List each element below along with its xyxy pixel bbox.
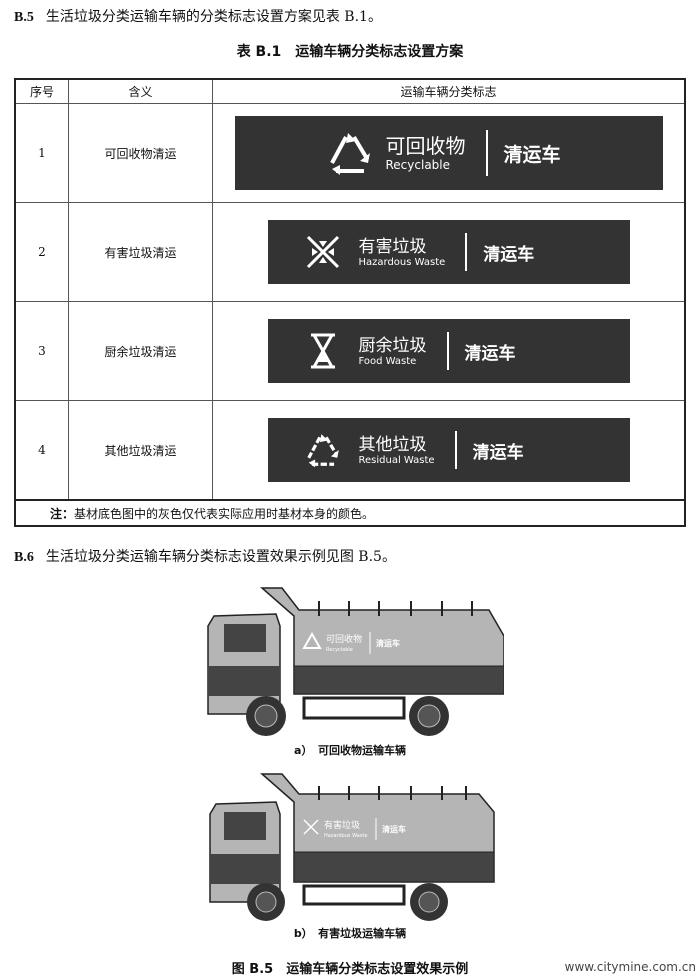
sign-zh: 厨余垃圾 xyxy=(358,335,427,356)
sign-vehicle: 清运车 xyxy=(503,143,561,166)
sign-vehicle: 清运车 xyxy=(483,244,535,265)
hazardous-truck-illustration: 有害垃圾 Hazardous Waste 清运车 xyxy=(209,773,495,921)
watermark: www.citymine.com.cn xyxy=(564,960,696,974)
row-no: 2 xyxy=(14,202,69,302)
sign-en: Residual Waste xyxy=(358,454,435,466)
sign-en: Hazardous Waste xyxy=(358,256,446,268)
row-no: 1 xyxy=(14,103,69,203)
figure-caption-a: a） 可回收物运输车辆 xyxy=(294,744,406,757)
truck-sign-zh: 可回收物 xyxy=(326,633,362,645)
sign-en: Food Waste xyxy=(358,355,417,367)
figure-title: 图 B.5 运输车辆分类标志设置效果示例 xyxy=(231,962,469,977)
header-sign: 运输车辆分类标志 xyxy=(212,78,686,104)
truck-sign-en: Hazardous Waste xyxy=(324,833,367,839)
row-no: 4 xyxy=(14,400,69,501)
divider xyxy=(454,431,457,469)
truck-sign-zh: 有害垃圾 xyxy=(324,819,360,831)
sign-zh: 有害垃圾 xyxy=(358,236,427,257)
truck-sign-en: Recyclable xyxy=(326,647,353,653)
truck-sign-vehicle: 清运车 xyxy=(382,824,406,834)
divider xyxy=(446,332,449,370)
header-meaning: 含义 xyxy=(68,78,213,104)
sign-zh: 可回收物 xyxy=(385,134,466,158)
row-no: 3 xyxy=(14,301,69,401)
table-header: 序号 含义 运输车辆分类标志 xyxy=(14,78,686,104)
row-meaning: 有害垃圾清运 xyxy=(68,202,213,302)
figure-caption-b: b） 有害垃圾运输车辆 xyxy=(293,927,407,940)
table-title: 表 B.1 运输车辆分类标志设置方案 xyxy=(236,44,464,60)
hourglass-icon xyxy=(293,332,353,370)
recycle-icon xyxy=(320,131,380,175)
truck-sign-vehicle: 清运车 xyxy=(376,638,400,648)
sign-zh: 其他垃圾 xyxy=(358,434,427,455)
row-meaning: 厨余垃圾清运 xyxy=(68,301,213,401)
note-label: 注： xyxy=(50,506,75,521)
row-meaning: 可回收物清运 xyxy=(68,103,213,203)
row-meaning: 其他垃圾清运 xyxy=(68,400,213,501)
header-no: 序号 xyxy=(14,78,69,104)
divider xyxy=(465,233,468,271)
note-text: 基材底色图中的灰色仅代表实际应用时基材本身的颜色。 xyxy=(74,506,375,521)
table-note: 注：基材底色图中的灰色仅代表实际应用时基材本身的颜色。 xyxy=(14,499,686,527)
hazardous-icon xyxy=(293,233,353,271)
divider xyxy=(485,130,488,176)
residual-recycle-icon xyxy=(293,432,353,468)
sign-vehicle: 清运车 xyxy=(472,442,524,463)
recyclable-truck-illustration: 可回收物 Recyclable 清运车 xyxy=(207,587,504,736)
sign-vehicle: 清运车 xyxy=(464,343,516,364)
sign-en: Recyclable xyxy=(385,158,451,172)
